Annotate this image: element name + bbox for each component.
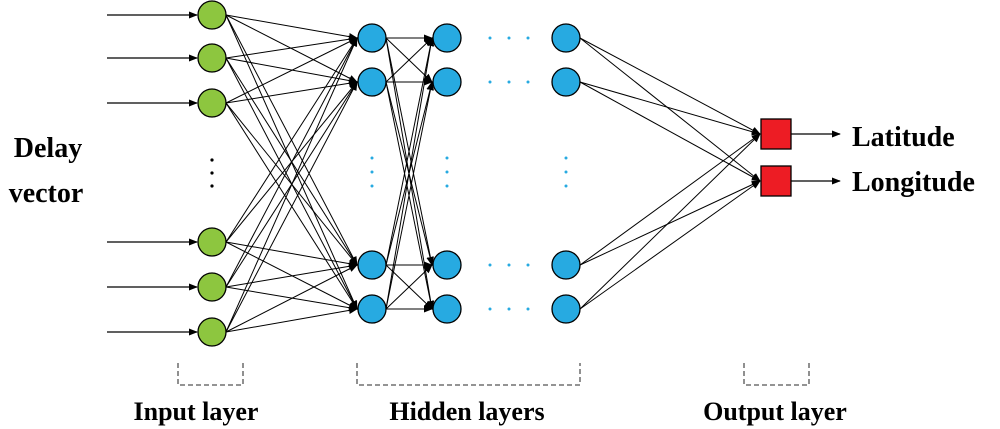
input-ellipsis-dot-1 bbox=[210, 171, 214, 175]
input-ellipsis-dot-0 bbox=[210, 158, 214, 162]
edge-h30-out1 bbox=[579, 37, 761, 182]
connections bbox=[107, 11, 841, 336]
hidden-h-dot-0-1 bbox=[507, 36, 511, 40]
hidden-h-dot-0-2 bbox=[526, 36, 530, 40]
edge-h13-h20 bbox=[385, 37, 435, 310]
edge-h33-out1 bbox=[579, 180, 761, 310]
hidden-h-dot-1-2 bbox=[526, 80, 530, 84]
hidden-h-dot-2-1 bbox=[507, 263, 511, 267]
edge-h32-out1 bbox=[579, 180, 761, 266]
layer-brackets bbox=[177, 363, 810, 386]
delay-vector-label-line2: vector bbox=[9, 178, 84, 209]
input-node-3 bbox=[197, 227, 227, 257]
edge-h13-h21 bbox=[385, 81, 434, 310]
edge-in3-h10 bbox=[225, 37, 358, 243]
hidden-node-l1-2 bbox=[432, 250, 462, 280]
hidden-node-l2-1 bbox=[551, 67, 581, 97]
edge-h12-h20 bbox=[385, 37, 434, 266]
hidden-node-l0-1 bbox=[357, 67, 387, 97]
edge-in2-h11 bbox=[225, 79, 358, 104]
hidden-h-dot-3-2 bbox=[526, 307, 530, 311]
hidden-v-dot-1-1 bbox=[445, 170, 449, 174]
hidden-node-l0-0 bbox=[357, 23, 387, 53]
edge-h31-out0 bbox=[579, 81, 761, 136]
hidden-h-dot-2-2 bbox=[526, 263, 530, 267]
hidden-h-dot-1-0 bbox=[488, 80, 492, 84]
edge-in5-h11 bbox=[225, 81, 358, 333]
edge-in1-h10 bbox=[225, 35, 358, 59]
edge-in4-h10 bbox=[225, 37, 358, 288]
output-layer-bracket bbox=[743, 363, 810, 386]
hidden-v-dot-2-1 bbox=[564, 170, 568, 174]
delay-vector-label-line1: Delay bbox=[14, 133, 82, 164]
nodes bbox=[197, 0, 792, 347]
edge-in0-h10 bbox=[225, 14, 358, 41]
edge-in4-h12 bbox=[225, 262, 358, 288]
hidden-node-l1-0 bbox=[432, 23, 462, 53]
hidden-node-l1-3 bbox=[432, 294, 462, 324]
hidden-node-l2-0 bbox=[551, 23, 581, 53]
hidden-h-dot-0-0 bbox=[488, 36, 492, 40]
input-node-2 bbox=[197, 88, 227, 118]
ellipses bbox=[210, 36, 568, 311]
hidden-v-dot-1-2 bbox=[445, 184, 449, 188]
edge-in2-h10 bbox=[225, 37, 358, 104]
input-node-1 bbox=[197, 43, 227, 73]
input-ellipsis-dot-2 bbox=[210, 184, 214, 188]
output-label-longitude: Longitude bbox=[852, 167, 975, 198]
edge-h30-out0 bbox=[579, 37, 761, 135]
edge-in5-h12 bbox=[225, 264, 358, 333]
hidden-v-dot-1-0 bbox=[445, 156, 449, 160]
hidden-node-l2-2 bbox=[551, 250, 581, 280]
hidden-node-l0-3 bbox=[357, 294, 387, 324]
hidden-layers-bracket bbox=[356, 363, 581, 386]
edge-h32-out0 bbox=[579, 133, 761, 266]
hidden-node-l0-2 bbox=[357, 250, 387, 280]
output-node-1 bbox=[760, 165, 792, 197]
edge-h33-out0 bbox=[579, 133, 761, 310]
hidden-v-dot-2-2 bbox=[564, 184, 568, 188]
hidden-h-dot-2-0 bbox=[488, 263, 492, 267]
edge-h11-h20 bbox=[385, 37, 433, 83]
input-node-0 bbox=[197, 0, 227, 30]
edge-h31-out1 bbox=[579, 81, 761, 182]
hidden-v-dot-0-2 bbox=[370, 184, 374, 188]
input-layer-bracket bbox=[177, 363, 244, 386]
hidden-h-dot-3-0 bbox=[488, 307, 492, 311]
hidden-v-dot-2-0 bbox=[564, 156, 568, 160]
hidden-layers-label: Hidden layers bbox=[389, 397, 544, 426]
output-node-0 bbox=[760, 118, 792, 150]
hidden-h-dot-3-1 bbox=[507, 307, 511, 311]
output-layer-label: Output layer bbox=[703, 397, 847, 426]
input-node-5 bbox=[197, 317, 227, 347]
hidden-v-dot-0-1 bbox=[370, 170, 374, 174]
hidden-node-l2-3 bbox=[551, 294, 581, 324]
edge-in5-h13 bbox=[225, 306, 358, 333]
edge-in5-h10 bbox=[225, 37, 358, 333]
edge-h13-h22 bbox=[385, 264, 433, 310]
edge-in3-h12 bbox=[225, 241, 358, 268]
hidden-h-dot-1-1 bbox=[507, 80, 511, 84]
output-label-latitude: Latitude bbox=[852, 122, 955, 153]
input-layer-label: Input layer bbox=[134, 397, 259, 426]
input-node-4 bbox=[197, 272, 227, 302]
hidden-node-l1-1 bbox=[432, 67, 462, 97]
hidden-v-dot-0-0 bbox=[370, 156, 374, 160]
